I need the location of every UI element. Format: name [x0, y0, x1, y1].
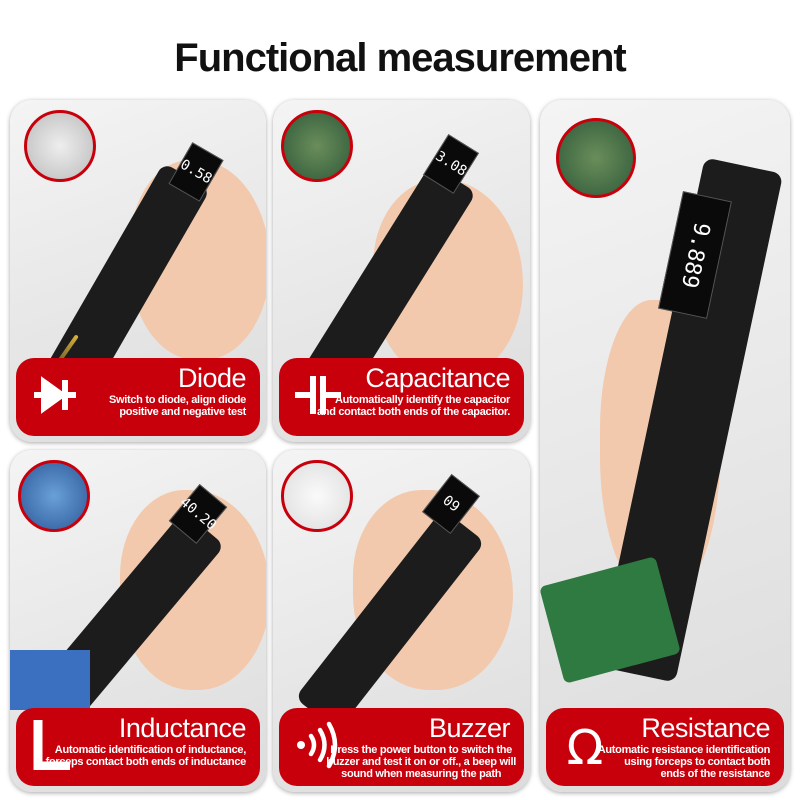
- desc-line: and contact both ends of the capacitor.: [316, 406, 510, 418]
- omega-icon: Ω: [567, 720, 604, 770]
- caption-title: Capacitance: [365, 363, 510, 393]
- detail-inset: [281, 460, 353, 532]
- detail-inset: [281, 110, 353, 182]
- inductor-L-icon: [33, 720, 70, 770]
- desc-line: sound when measuring the path: [341, 768, 502, 780]
- caption-box: Ω Resistance Automatic resistance identi…: [546, 708, 784, 786]
- panel-capacitance: 3.08 Capacitance Automatically identify …: [273, 100, 530, 442]
- desc-line: using forceps to contact both: [624, 756, 770, 768]
- desc-line: ends of the resistance: [660, 768, 770, 780]
- sound-waves-icon: [297, 721, 338, 769]
- diode-icon: [34, 376, 76, 414]
- caption-title: Diode: [177, 363, 247, 393]
- caption-box: Inductance Automatic identification of i…: [16, 708, 260, 786]
- caption-title: Buzzer: [428, 713, 511, 743]
- panel-resistance: 9.889 Ω Resistance Automatic resistance …: [540, 100, 790, 792]
- svg-text:Ω: Ω: [567, 720, 604, 770]
- desc-line: Press the power button to switch the: [330, 744, 512, 756]
- desc-line: Automatic resistance identification: [597, 744, 771, 756]
- panel-buzzer: 09 Buzzer Press the power button to swit…: [273, 450, 530, 792]
- desc-line: Switch to diode, align diode: [108, 394, 246, 406]
- caption-title: Inductance: [118, 713, 247, 743]
- detail-inset: [24, 110, 96, 182]
- page-title: Functional measurement: [174, 36, 626, 80]
- desc-line: Automatically identify the capacitor: [334, 394, 510, 406]
- detail-inset: [556, 118, 636, 198]
- desc-line: forceps contact both ends of inductance: [45, 756, 247, 768]
- circuit-board: [10, 650, 90, 710]
- desc-line: buzzer and test it on or off., a beep wi…: [326, 756, 516, 768]
- caption-description: Automatic identification of inductance,f…: [45, 744, 247, 768]
- detail-inset: [18, 460, 90, 532]
- capacitor-icon: [295, 376, 341, 414]
- caption-box: Buzzer Press the power button to switch …: [279, 708, 524, 786]
- desc-line: Automatic identification of inductance,: [54, 744, 247, 756]
- caption-box: Capacitance Automatically identify the c…: [279, 358, 524, 436]
- caption-title: Resistance: [641, 713, 770, 743]
- desc-line: positive and negative test: [119, 406, 246, 418]
- panel-inductance: 40.20 Inductance Automatic identificatio…: [10, 450, 266, 792]
